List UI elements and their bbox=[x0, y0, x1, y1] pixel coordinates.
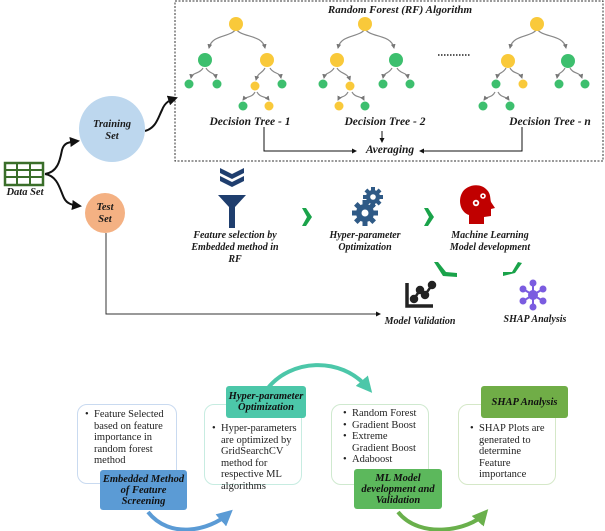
tree-node bbox=[389, 53, 403, 67]
tree-node bbox=[580, 79, 590, 89]
bottom-flow-arrows bbox=[146, 363, 489, 531]
fs-line-1: Feature selection by bbox=[193, 230, 277, 241]
tree-node bbox=[184, 79, 194, 89]
tree-node bbox=[360, 101, 370, 111]
tree-node bbox=[277, 79, 287, 89]
decision-tree-1-graphic bbox=[189, 28, 283, 101]
tag-shap-analysis: SHAP Analysis bbox=[481, 386, 568, 418]
rf-algorithm-box bbox=[174, 0, 604, 162]
tree-node bbox=[561, 54, 575, 68]
training-set-label: Training Set bbox=[82, 119, 142, 143]
split-arrows bbox=[44, 95, 178, 210]
dataset-icon bbox=[3, 161, 45, 187]
training-set-circle bbox=[79, 96, 145, 162]
ml-line-2: Model development bbox=[449, 242, 531, 253]
chevron-icon bbox=[434, 262, 457, 277]
card-bullet: Random Forest bbox=[343, 408, 424, 420]
decision-tree-n-graphic bbox=[483, 28, 584, 101]
data-set-label: Data Set bbox=[6, 187, 44, 198]
flow-arrow-3 bbox=[396, 509, 489, 531]
tree-node bbox=[334, 101, 344, 111]
tree-node bbox=[405, 79, 415, 89]
feature-selection-label: Feature selection by Embedded method in … bbox=[180, 230, 290, 266]
tree-node bbox=[198, 53, 212, 67]
chevron-arrows bbox=[302, 208, 522, 277]
card-bullet: Adaboost bbox=[343, 454, 424, 466]
machine-learning-head-icon bbox=[460, 185, 495, 224]
card-bullet: Feature Selected based on feature import… bbox=[85, 409, 172, 467]
tree-node bbox=[501, 54, 515, 68]
tag-hyper-parameter: Hyper-parameter Optimization bbox=[226, 386, 306, 418]
averaging-label: Averaging bbox=[365, 144, 415, 156]
hp-line-2: Optimization bbox=[338, 242, 392, 253]
ml-development-label: Machine Learning Model development bbox=[435, 230, 545, 254]
tag-embedded-method: Embedded Method of Feature Screening bbox=[100, 470, 187, 510]
tree-node bbox=[478, 101, 488, 111]
chevron-icon bbox=[503, 262, 522, 276]
hp-line-1: Hyper-parameter bbox=[329, 230, 401, 241]
tag-ml-model-development: ML Model development and Validation bbox=[354, 469, 442, 509]
decision-tree-n-label: Decision Tree - n bbox=[509, 116, 591, 128]
tree-node bbox=[229, 17, 243, 31]
decision-tree-2-nodes bbox=[318, 17, 415, 111]
averaging-connectors bbox=[263, 127, 523, 154]
tree-node bbox=[518, 79, 528, 89]
training-line-1: Training bbox=[92, 119, 132, 130]
card-bullet: SHAP Plots are generated to determine Fe… bbox=[470, 423, 551, 481]
training-line-2: Set bbox=[105, 131, 119, 142]
workflow-diagram bbox=[3, 0, 604, 317]
decision-tree-1-nodes bbox=[184, 17, 287, 111]
funnel-icon bbox=[218, 168, 246, 228]
rf-title: Random Forest (RF) Algorithm bbox=[327, 4, 473, 16]
hyper-parameter-label: Hyper-parameter Optimization bbox=[315, 230, 415, 254]
tree-node bbox=[318, 79, 328, 89]
tree-node bbox=[345, 81, 355, 91]
test-line-2: Set bbox=[98, 214, 112, 225]
tree-node bbox=[250, 81, 260, 91]
decision-tree-2-graphic bbox=[322, 28, 410, 101]
fs-line-2: Embedded method in bbox=[191, 242, 279, 253]
chevron-icon bbox=[302, 208, 312, 226]
test-set-label: Test Set bbox=[80, 202, 130, 226]
decision-tree-n-nodes bbox=[478, 17, 590, 111]
tree-node bbox=[264, 101, 274, 111]
card-bullet: Gradient Boost bbox=[343, 420, 424, 432]
card-bullet: Extreme Gradient Boost bbox=[343, 431, 424, 454]
test-to-validation-line bbox=[105, 233, 381, 317]
decision-tree-1-label: Decision Tree - 1 bbox=[209, 116, 291, 128]
tree-node bbox=[212, 79, 222, 89]
fs-line-3: RF bbox=[228, 254, 242, 265]
tree-node bbox=[238, 101, 248, 111]
gear-icon bbox=[352, 187, 383, 226]
model-validation-chart-icon bbox=[405, 280, 437, 308]
model-validation-label: Model Validation bbox=[384, 316, 456, 327]
test-line-1: Test bbox=[96, 202, 114, 213]
tree-node bbox=[260, 53, 274, 67]
tree-node bbox=[358, 17, 372, 31]
shap-analysis-label: SHAP Analysis bbox=[503, 314, 567, 325]
decision-tree-2-label: Decision Tree - 2 bbox=[344, 116, 426, 128]
tree-node bbox=[554, 79, 564, 89]
test-set-circle bbox=[85, 193, 125, 233]
ml-line-1: Machine Learning bbox=[451, 230, 529, 241]
tree-node bbox=[530, 17, 544, 31]
tree-node bbox=[330, 53, 344, 67]
card-bullet: Hyper-parameters are optimized by GridSe… bbox=[212, 423, 297, 492]
tree-node bbox=[505, 101, 515, 111]
flow-arrow-1 bbox=[146, 509, 233, 531]
flow-arrow-2 bbox=[266, 363, 373, 393]
tree-node bbox=[378, 79, 388, 89]
tree-node bbox=[491, 79, 501, 89]
chevron-icon bbox=[424, 208, 434, 226]
shap-network-icon bbox=[519, 279, 547, 311]
